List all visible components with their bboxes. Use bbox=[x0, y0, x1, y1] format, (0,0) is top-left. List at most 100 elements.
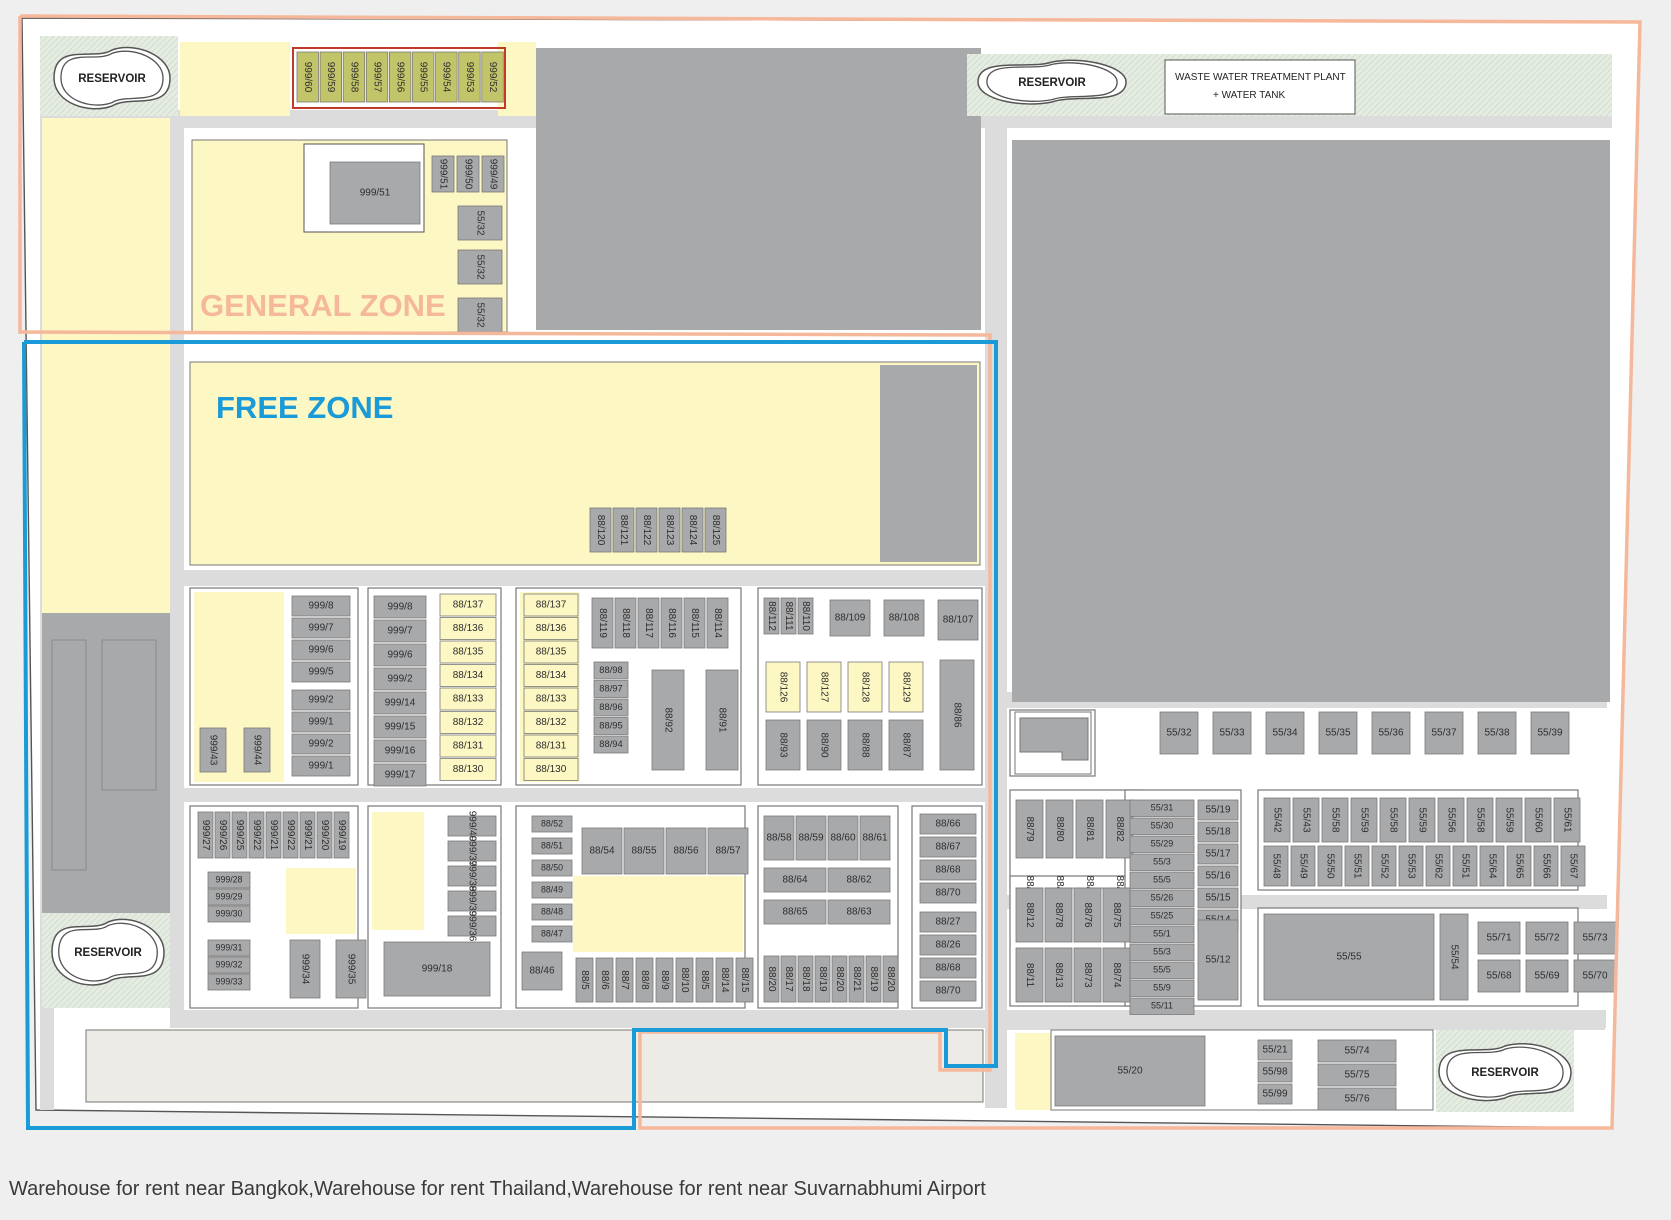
warehouse-unit[interactable]: 55/20 bbox=[1054, 1035, 1206, 1107]
warehouse-unit[interactable]: 88/59 bbox=[795, 815, 827, 861]
warehouse-unit[interactable]: 55/61 bbox=[1553, 797, 1581, 843]
warehouse-unit[interactable]: 55/55 bbox=[1263, 913, 1435, 1001]
warehouse-unit[interactable]: 999/35 bbox=[335, 939, 367, 999]
warehouse-unit[interactable]: 999/2 bbox=[291, 733, 351, 755]
warehouse-unit[interactable]: 999/56 bbox=[388, 51, 412, 103]
warehouse-unit[interactable]: 999/43 bbox=[199, 727, 227, 773]
warehouse-unit[interactable]: 88/9 bbox=[655, 957, 674, 1003]
warehouse-unit[interactable]: 88/11 bbox=[1015, 947, 1044, 1003]
warehouse-unit[interactable]: 55/32 bbox=[457, 249, 503, 285]
warehouse-unit[interactable]: 999/53 bbox=[458, 51, 481, 103]
warehouse-unit[interactable]: 55/11 bbox=[1129, 997, 1195, 1015]
warehouse-unit[interactable]: 88/128 bbox=[847, 661, 883, 713]
warehouse-unit[interactable]: 55/58 bbox=[1466, 797, 1494, 843]
warehouse-unit[interactable]: 88/7 bbox=[615, 957, 634, 1003]
warehouse-unit[interactable]: 55/98 bbox=[1257, 1061, 1293, 1083]
warehouse-unit[interactable]: 55/3 bbox=[1129, 853, 1195, 871]
warehouse-unit[interactable]: 55/59 bbox=[1495, 797, 1523, 843]
warehouse-unit[interactable]: 88/127 bbox=[806, 661, 842, 713]
warehouse-unit[interactable]: 88/134 bbox=[439, 664, 497, 687]
warehouse-unit[interactable]: 88/64 bbox=[763, 867, 827, 893]
warehouse-unit[interactable]: 55/32 bbox=[457, 205, 503, 241]
warehouse-unit[interactable]: 55/5 bbox=[1129, 961, 1195, 979]
warehouse-unit[interactable]: 55/60 bbox=[1524, 797, 1552, 843]
warehouse-unit[interactable]: 55/31 bbox=[1129, 799, 1195, 817]
warehouse-unit[interactable]: 999/30 bbox=[207, 905, 251, 923]
warehouse-unit[interactable]: 88/96 bbox=[593, 698, 629, 717]
warehouse-unit[interactable]: 88/126 bbox=[765, 661, 801, 713]
warehouse-unit[interactable]: 88/133 bbox=[523, 687, 579, 711]
warehouse-unit[interactable]: 88/82 bbox=[1105, 799, 1134, 859]
warehouse-unit[interactable]: 88/114 bbox=[706, 597, 729, 649]
warehouse-unit[interactable]: 55/64 bbox=[1479, 845, 1505, 887]
warehouse-unit[interactable]: 999/21 bbox=[265, 811, 282, 859]
warehouse-unit[interactable]: 55/99 bbox=[1257, 1083, 1293, 1105]
warehouse-unit[interactable]: 999/7 bbox=[291, 617, 351, 639]
warehouse-unit[interactable]: 55/58 bbox=[1321, 797, 1349, 843]
warehouse-unit[interactable]: 55/42 bbox=[1263, 797, 1291, 843]
warehouse-unit[interactable]: 88/19 bbox=[865, 955, 882, 1003]
warehouse-unit[interactable]: 999/2 bbox=[373, 667, 427, 691]
warehouse-unit[interactable]: 55/68 bbox=[1477, 959, 1521, 993]
warehouse-unit[interactable]: 88/26 bbox=[919, 934, 977, 956]
warehouse-unit[interactable]: 999/15 bbox=[373, 715, 427, 739]
warehouse-unit[interactable]: 55/5 bbox=[1129, 871, 1195, 889]
warehouse-unit[interactable]: 999/31 bbox=[207, 939, 251, 957]
warehouse-unit[interactable]: 55/18 bbox=[1197, 821, 1239, 843]
warehouse-unit[interactable]: 88/19 bbox=[814, 955, 831, 1003]
warehouse-unit[interactable]: 88/132 bbox=[439, 711, 497, 734]
warehouse-unit[interactable]: 55/17 bbox=[1197, 843, 1239, 865]
warehouse-unit[interactable]: 88/86 bbox=[939, 659, 975, 771]
warehouse-unit[interactable]: 88/91 bbox=[705, 669, 739, 771]
warehouse-unit[interactable]: 999/57 bbox=[365, 51, 389, 103]
warehouse-unit[interactable]: 55/3 bbox=[1129, 943, 1195, 961]
warehouse-unit[interactable]: 55/49 bbox=[1290, 845, 1316, 887]
warehouse-unit[interactable]: 88/120 bbox=[589, 507, 612, 553]
warehouse-unit[interactable]: 999/20 bbox=[316, 811, 333, 859]
warehouse-unit[interactable]: 999/54 bbox=[435, 51, 458, 103]
warehouse-unit[interactable]: 88/112 bbox=[763, 597, 780, 635]
warehouse-unit[interactable]: 88/8 bbox=[635, 957, 654, 1003]
warehouse-unit[interactable]: 999/52 bbox=[481, 51, 504, 103]
warehouse-unit[interactable]: 999/58 bbox=[342, 51, 366, 103]
warehouse-unit[interactable]: 999/6 bbox=[373, 643, 427, 667]
warehouse-unit[interactable]: 88/93 bbox=[765, 719, 801, 771]
warehouse-unit[interactable]: 88/6 bbox=[595, 957, 614, 1003]
warehouse-unit[interactable]: 88/47 bbox=[531, 925, 573, 943]
warehouse-unit[interactable]: 55/32 bbox=[457, 297, 503, 333]
warehouse-unit[interactable]: 55/62 bbox=[1425, 845, 1451, 887]
warehouse-unit[interactable]: 55/75 bbox=[1317, 1063, 1397, 1087]
warehouse-unit[interactable]: 88/98 bbox=[593, 661, 629, 680]
warehouse-unit[interactable]: 88/88 bbox=[847, 719, 883, 771]
warehouse-unit[interactable]: 999/19 bbox=[333, 811, 350, 859]
warehouse-unit[interactable]: 88/95 bbox=[593, 717, 629, 735]
warehouse-unit[interactable]: 88/20 bbox=[882, 955, 899, 1003]
warehouse-unit[interactable]: 88/20 bbox=[831, 955, 848, 1003]
warehouse-unit[interactable]: 88/80 bbox=[1045, 799, 1074, 859]
warehouse-unit[interactable]: 55/51 bbox=[1344, 845, 1370, 887]
warehouse-unit[interactable]: 999/21 bbox=[299, 811, 316, 859]
warehouse-unit[interactable]: 88/27 bbox=[919, 911, 977, 933]
warehouse-unit[interactable]: 88/94 bbox=[593, 735, 629, 754]
warehouse-unit[interactable]: 55/35 bbox=[1318, 711, 1358, 755]
warehouse-unit[interactable]: 88/111 bbox=[780, 597, 797, 635]
warehouse-unit[interactable]: 88/70 bbox=[919, 980, 977, 1002]
warehouse-unit[interactable]: 88/48 bbox=[531, 903, 573, 921]
warehouse-unit[interactable]: 999/25 bbox=[231, 811, 248, 859]
warehouse-unit[interactable]: 88/79 bbox=[1015, 799, 1044, 859]
warehouse-unit[interactable]: 55/21 bbox=[1257, 1039, 1293, 1061]
warehouse-unit[interactable]: 999/14 bbox=[373, 691, 427, 715]
warehouse-unit[interactable]: 999/37 bbox=[447, 836, 497, 867]
warehouse-unit[interactable]: 88/46 bbox=[521, 951, 563, 991]
warehouse-unit[interactable]: 88/57 bbox=[707, 827, 749, 875]
warehouse-unit[interactable]: 88/61 bbox=[859, 815, 891, 861]
warehouse-unit[interactable]: 55/36 bbox=[1371, 711, 1411, 755]
warehouse-unit[interactable]: 88/62 bbox=[827, 867, 891, 893]
warehouse-unit[interactable]: 88/134 bbox=[523, 664, 579, 687]
warehouse-unit[interactable]: 999/22 bbox=[282, 811, 299, 859]
warehouse-unit[interactable]: 88/10 bbox=[675, 957, 694, 1003]
warehouse-unit[interactable]: 55/59 bbox=[1350, 797, 1378, 843]
warehouse-unit[interactable]: 999/17 bbox=[373, 763, 427, 787]
warehouse-unit[interactable]: 88/122 bbox=[635, 507, 658, 553]
warehouse-unit[interactable]: 55/65 bbox=[1506, 845, 1532, 887]
